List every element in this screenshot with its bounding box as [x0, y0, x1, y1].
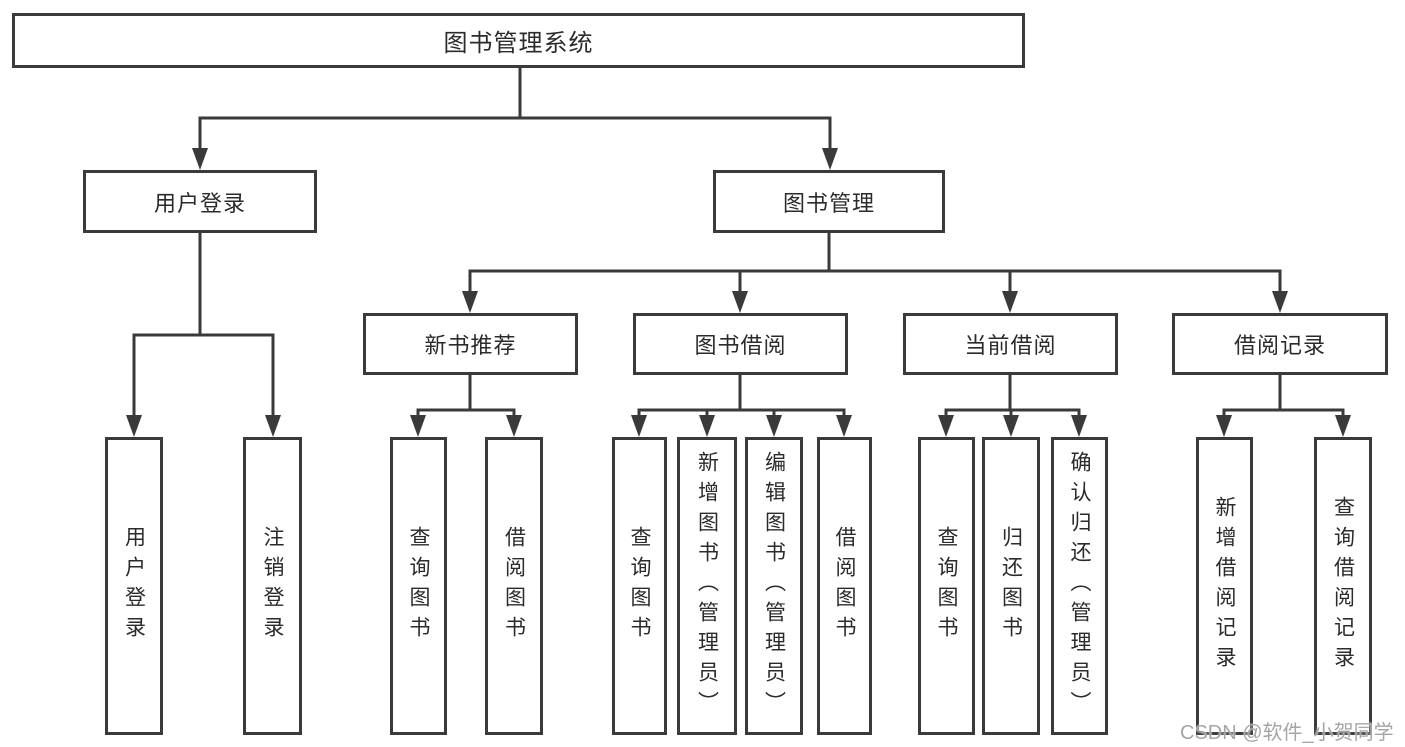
module-label: 当前借阅	[964, 333, 1057, 358]
module-box-new-book-recommend: 新书推荐	[363, 313, 578, 375]
wire-current-borrow-children	[944, 374, 1081, 418]
leaf-box-user-login: 用户登录	[105, 437, 163, 735]
branch-box-user-login: 用户登录	[83, 170, 317, 233]
leaf-label: 查询图书	[628, 526, 651, 646]
leaf-label: 查询图书	[407, 526, 430, 646]
leaf-label: 借阅图书	[502, 526, 526, 646]
leaf-box-edit-book-admin: 编辑图书（管理员）	[745, 437, 803, 735]
wire-root-to-level2	[198, 68, 832, 150]
wire-borrow-records-children	[1222, 374, 1345, 418]
leaf-label: 新增借阅记录	[1213, 496, 1236, 676]
leaf-box-borrow-books-borrow: 借阅图书	[817, 437, 872, 735]
arrowheads-new-book-recommend-children	[410, 415, 522, 437]
branch-label: 图书管理	[782, 190, 875, 216]
leaf-label: 查询借阅记录	[1331, 496, 1355, 676]
leaf-label: 新增图书（管理员）	[695, 451, 719, 721]
wire-new-book-recommend-children	[416, 374, 516, 418]
branch-label: 用户登录	[153, 190, 246, 216]
module-label: 借阅记录	[1233, 333, 1326, 358]
leaf-label: 注销登录	[261, 526, 284, 646]
leaf-box-return-books: 归还图书	[982, 437, 1040, 735]
leaf-box-logout: 注销登录	[243, 437, 302, 735]
leaf-label: 借阅图书	[833, 526, 856, 646]
leaf-box-query-books-current: 查询图书	[918, 437, 975, 735]
module-label: 新书推荐	[424, 333, 517, 358]
arrowheads-book-borrow-children	[631, 415, 852, 437]
wire-book-borrow-children	[637, 374, 846, 418]
arrowheads-user-login-children	[126, 415, 281, 437]
arrowheads-current-borrow-children	[938, 415, 1087, 437]
module-label: 图书借阅	[694, 333, 787, 358]
leaf-label: 查询图书	[935, 526, 958, 646]
branch-box-book-management: 图书管理	[713, 170, 945, 233]
arrowheads-book-management-children	[462, 291, 1288, 313]
leaf-box-query-books-recommend: 查询图书	[390, 437, 447, 735]
leaf-label: 归还图书	[999, 526, 1023, 646]
leaf-box-add-book-admin: 新增图书（管理员）	[677, 437, 737, 735]
leaf-box-confirm-return-admin: 确认归还（管理员）	[1051, 437, 1108, 735]
arrowheads-borrow-records-children	[1216, 415, 1351, 437]
leaf-box-borrow-books-recommend: 借阅图书	[485, 437, 543, 735]
wire-book-management-children	[468, 233, 1282, 293]
module-box-borrow-records: 借阅记录	[1172, 313, 1388, 375]
leaf-box-add-borrow-record: 新增借阅记录	[1196, 437, 1253, 735]
module-box-current-borrow: 当前借阅	[903, 313, 1118, 375]
leaf-label: 确认归还（管理员）	[1068, 451, 1091, 721]
leaf-box-query-borrow-record: 查询借阅记录	[1314, 437, 1372, 735]
leaf-box-query-books-borrow: 查询图书	[612, 437, 667, 735]
root-label: 图书管理系统	[443, 30, 594, 57]
leaf-label: 编辑图书（管理员）	[762, 451, 786, 721]
wire-user-login-children	[132, 233, 275, 417]
arrowheads-level2	[192, 148, 838, 170]
root-box-library-management-system: 图书管理系统	[12, 13, 1025, 68]
leaf-label: 用户登录	[122, 526, 146, 646]
module-box-book-borrow: 图书借阅	[633, 313, 848, 375]
csdn-watermark: CSDN @软件_小贺同学	[1180, 722, 1394, 744]
